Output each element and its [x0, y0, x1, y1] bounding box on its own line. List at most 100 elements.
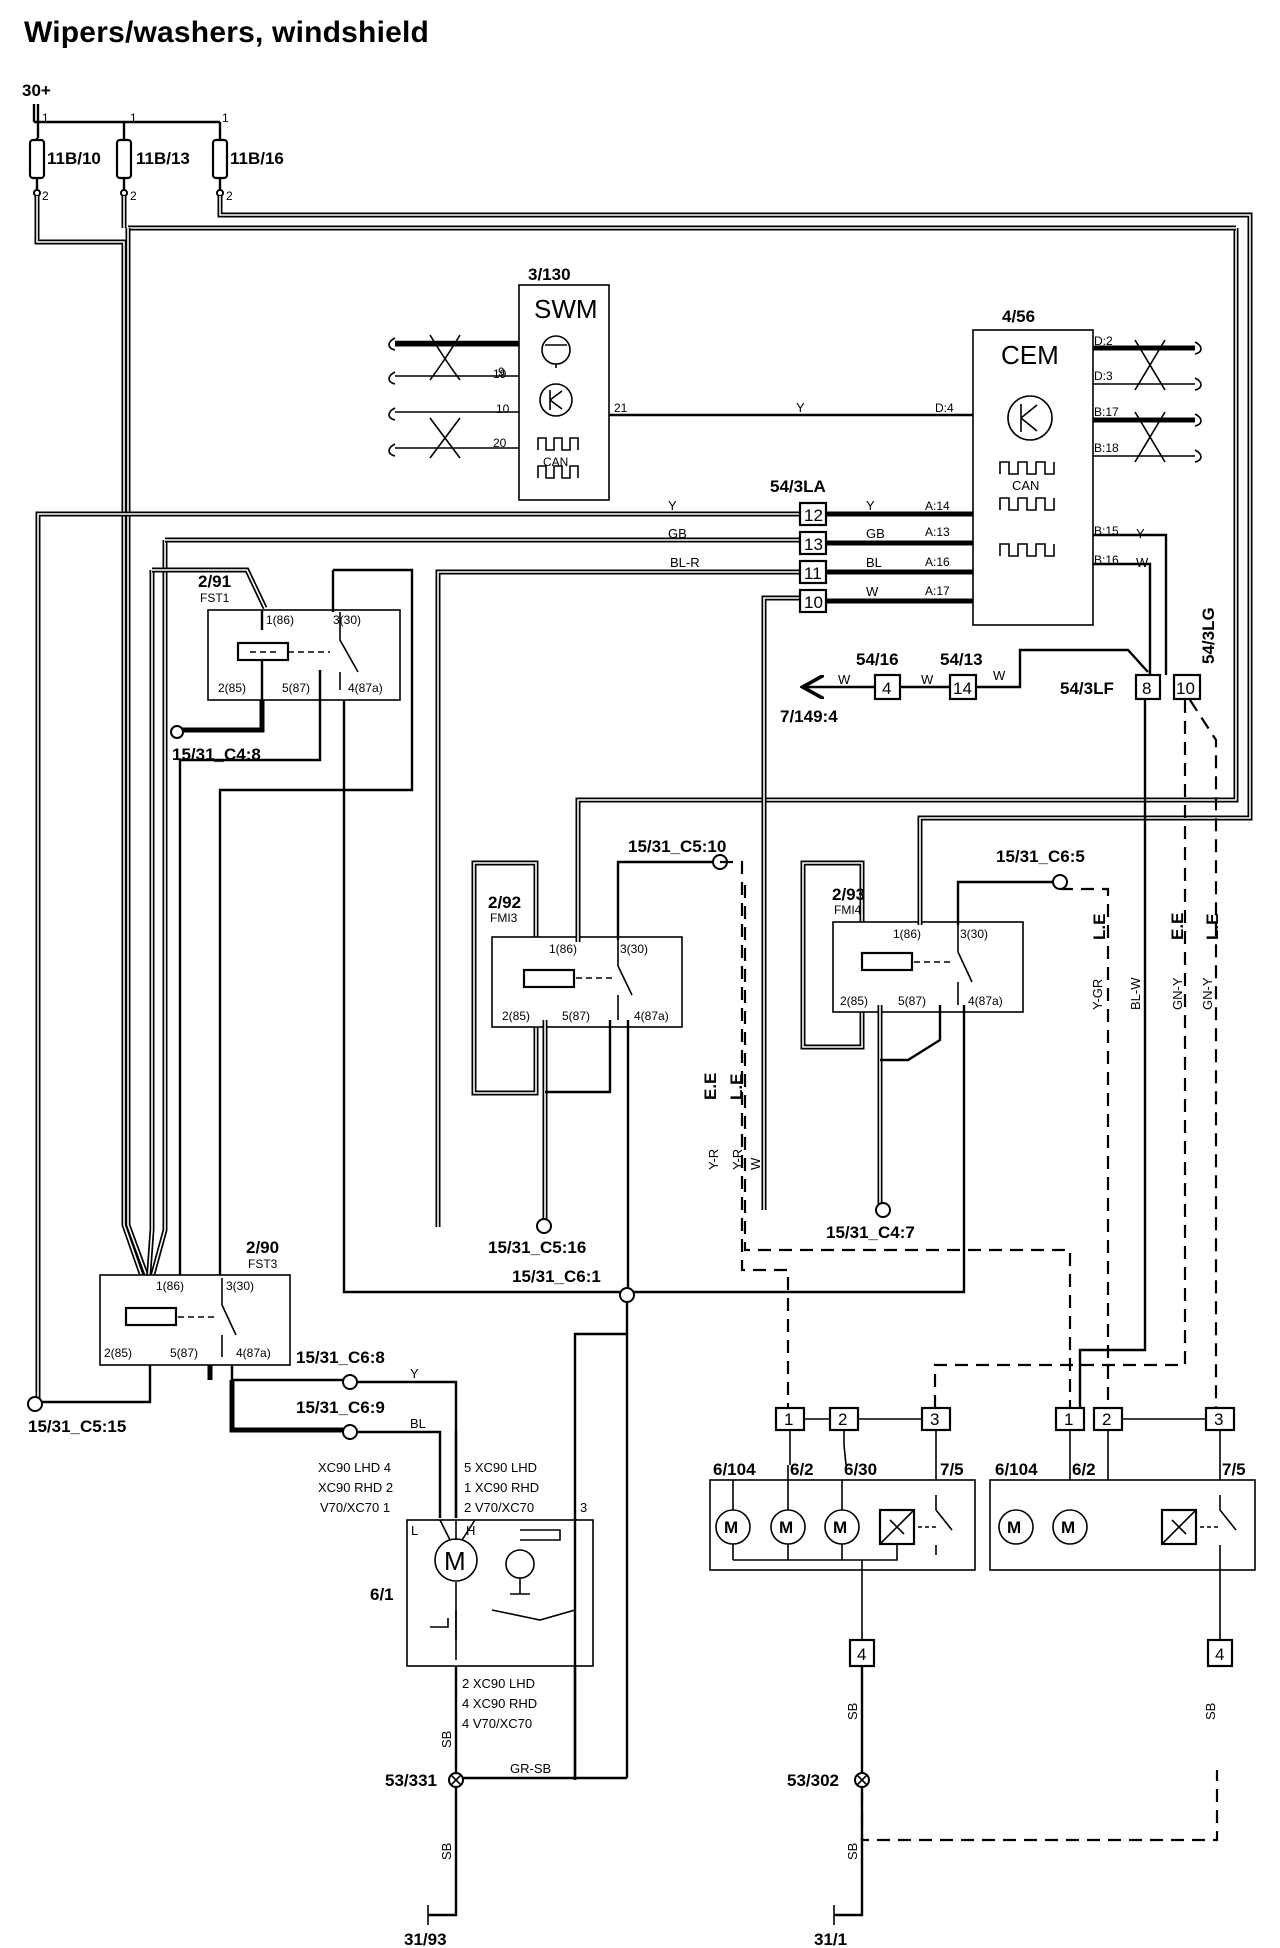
wire-color-label: SB	[845, 1843, 860, 1860]
wire-color-label: Y-R	[730, 1149, 745, 1170]
washer-pin: 3	[1214, 1410, 1223, 1429]
dashed-wiring	[720, 699, 1219, 1842]
motor-pin: XC90 LHD 4	[318, 1460, 391, 1475]
ground-label: 53/331	[385, 1771, 437, 1790]
cem-pin: B:17	[1094, 405, 1119, 419]
relay-pin: 4(87a)	[236, 1346, 271, 1360]
motor-pin: XC90 RHD 2	[318, 1480, 393, 1495]
ground-53-302: 53/302	[787, 1771, 870, 1790]
connector-54-3la: 54/3LA 12 13 11 10	[770, 477, 973, 614]
connector-pin: 4	[857, 1645, 866, 1664]
washer-pin: 2	[1102, 1410, 1111, 1429]
terminal-label: 15/31_C6:9	[296, 1398, 385, 1417]
motor-pin: 1 XC90 RHD	[464, 1480, 539, 1495]
fuse-11b-16: 1 11B/16 2	[211, 111, 284, 203]
relay-pin: 5(87)	[170, 1346, 198, 1360]
connector-chain: 54/16 4 54/13 14 54/3LF 8 54/3LG 10 7/14…	[780, 533, 1218, 726]
wire-color-label: Y-GR	[1090, 979, 1105, 1010]
can-signal-icon	[999, 461, 1055, 475]
ground-label: 53/302	[787, 1771, 839, 1790]
wire-color-label: BL	[866, 555, 882, 570]
swm-pin: 9	[498, 365, 505, 379]
wiper-motor-6-1: XC90 LHD 4 XC90 RHD 2 V70/XC70 1 5 XC90 …	[318, 1430, 594, 1780]
terminal-label: 15/31_C5:16	[488, 1238, 586, 1257]
washer-motor-glyph: M	[1061, 1518, 1075, 1537]
wire-color-label: SB	[845, 1703, 860, 1720]
ground-53-331: 53/331	[385, 1771, 464, 1790]
washer-pin: 3	[930, 1410, 939, 1429]
washer-unit-left: 1 2 3 6/104 6/2 6/30 7/5 M M M	[709, 1406, 976, 1640]
marker-label: E.E	[701, 1073, 720, 1100]
relay-name: FST3	[248, 1257, 278, 1271]
wire-color-label: GN-Y	[1170, 977, 1185, 1010]
wire-color-label: W	[748, 1157, 763, 1170]
relay-name: FMI3	[490, 911, 518, 925]
can-signal-icon	[537, 437, 579, 451]
connector-pin: 14	[953, 679, 972, 698]
connector-label: 54/3LF	[1060, 679, 1114, 698]
motor-pin: 2 V70/XC70	[464, 1500, 534, 1515]
marker-label: L.E	[727, 1074, 746, 1100]
fuse-pin: 2	[226, 189, 233, 203]
cem-pin: A:14	[925, 499, 950, 513]
fuse-pin: 2	[42, 189, 49, 203]
washer-part: 6/2	[1072, 1460, 1096, 1479]
cem-pin: A:17	[925, 584, 950, 598]
cem-can: CAN	[1012, 478, 1039, 493]
connector-pin: 11	[804, 564, 822, 583]
connector-pin: 4	[882, 679, 891, 698]
cem-pin: A:13	[925, 525, 950, 539]
connector-label: 54/3LG	[1199, 607, 1218, 664]
washer-pin: 1	[1064, 1410, 1073, 1429]
wire-color-label: W	[921, 672, 934, 687]
relay-name: FMI4	[834, 903, 862, 917]
terminal-label: 15/31_C4:8	[172, 745, 261, 764]
relay-2-91: 2/91 FST1 1(86) 3(30) 2(85) 5(87) 4(87a)	[198, 572, 401, 701]
marker-label: L.E	[1090, 914, 1109, 940]
washer-part: 6/30	[844, 1460, 877, 1479]
motor-pin: 4 V70/XC70	[462, 1716, 532, 1731]
motor-pin: 2 XC90 LHD	[462, 1676, 535, 1691]
washer-motor-glyph: M	[724, 1518, 738, 1537]
wire-color-label: Y-R	[706, 1149, 721, 1170]
relay-2-93: 2/93 FMI4 1(86) 3(30) 2(85) 5(87) 4(87a)	[800, 860, 1024, 1050]
wire-color-label: Y	[410, 1366, 419, 1381]
relay-pin: 5(87)	[898, 994, 926, 1008]
relay-pin: 4(87a)	[634, 1009, 669, 1023]
wire-color-label: SB	[1203, 1703, 1218, 1720]
ground-label: 31/93	[404, 1930, 447, 1948]
swm-module: 3/130 SWM CAN 9 19 10 20 21	[388, 265, 973, 501]
wire-color-label: SB	[439, 1843, 454, 1860]
supply-30: 30+	[22, 81, 222, 138]
terminal-label: 15/31_C5:10	[628, 837, 726, 856]
swm-pin: 19	[493, 367, 507, 381]
washer-motor-glyph: M	[779, 1518, 793, 1537]
fuse-label: 11B/10	[47, 149, 101, 168]
washer-pin: 1	[784, 1410, 793, 1429]
marker-label: L.E	[1203, 914, 1222, 940]
cem-pin: A:16	[925, 555, 950, 569]
cem-name: CEM	[1001, 340, 1059, 370]
wire-color-label: W	[838, 672, 851, 687]
fuse-pin: 2	[130, 189, 137, 203]
washer-part: 7/5	[1222, 1460, 1246, 1479]
connector-label: 54/16	[856, 650, 899, 669]
relay-id: 2/91	[198, 572, 231, 591]
wire-color-label: W	[866, 584, 879, 599]
washer-part: 6/104	[713, 1460, 756, 1479]
wire-color-label: GB	[668, 526, 687, 541]
relay-pin: 5(87)	[562, 1009, 590, 1023]
swm-can: CAN	[543, 455, 568, 469]
terminal-label: 15/31_C4:7	[826, 1223, 915, 1242]
relay-pin: 3(30)	[620, 942, 648, 956]
fuse-11b-10: 1 11B/10 2	[28, 111, 101, 203]
terminal-label: 15/31_C6:1	[512, 1267, 601, 1286]
transistor-icon	[539, 383, 573, 417]
wire-color-label: Y	[796, 400, 805, 415]
fuse-pin: 1	[130, 111, 137, 125]
page-title: Wipers/washers, windshield	[24, 16, 430, 49]
wire-color-label: BL	[410, 1416, 426, 1431]
fuse-pin: 1	[42, 111, 49, 125]
cem-pin: D:2	[1094, 334, 1113, 348]
swm-name: SWM	[534, 294, 598, 324]
